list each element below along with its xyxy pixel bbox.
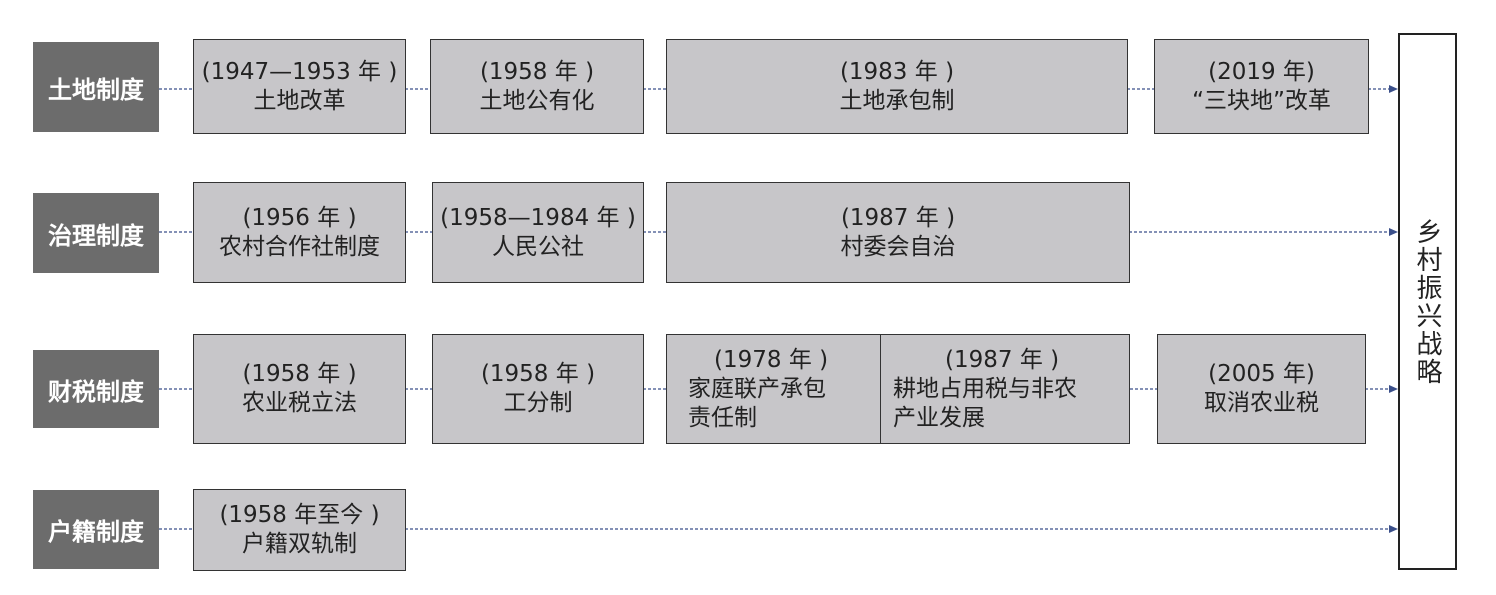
arrow-head-row4 [1389, 525, 1398, 533]
category-fiscal: 财税制度 [33, 350, 159, 428]
stage-name-line: 家庭联产承包 [688, 375, 826, 402]
stage-year: (1958 年 ) [479, 58, 595, 85]
arrow-head-row2 [1389, 228, 1398, 236]
category-household: 户籍制度 [33, 490, 159, 569]
stage-year: (1958—1984 年 ) [440, 204, 636, 231]
stage-year: (1956 年 ) [242, 204, 357, 231]
goal-label: 乡村振兴战略 [1412, 217, 1442, 386]
stage-name: 土地承包制 [839, 87, 955, 114]
stage-name-line: 责任制 [688, 404, 757, 431]
stage-name: 土地公有化 [479, 87, 595, 114]
stage-name: 取消农业税 [1204, 390, 1319, 416]
stage-year: (1987 年 ) [840, 204, 956, 231]
stage-year: (1983 年 ) [839, 58, 955, 85]
stage-year: (2005 年) [1208, 361, 1315, 387]
stage-box: (1987 年 ) 耕地占用税与非农 产业发展 [880, 334, 1130, 444]
stage-name: 工分制 [503, 390, 573, 416]
stage-box: (1987 年 ) 村委会自治 [666, 182, 1130, 283]
stage-name: “三块地”改革 [1192, 87, 1331, 114]
stage-box: (1958 年至今 ) 户籍双轨制 [193, 489, 406, 571]
category-land: 土地制度 [33, 42, 159, 132]
stage-box: (2005 年) 取消农业税 [1157, 334, 1366, 444]
stage-box: (1958 年 ) 农业税立法 [193, 334, 406, 444]
stage-year: (1987 年 ) [945, 346, 1060, 373]
category-governance: 治理制度 [33, 193, 159, 273]
stage-year: (1947—1953 年 ) [201, 58, 398, 85]
stage-box: (1958 年 ) 工分制 [432, 334, 644, 444]
goal-box: 乡村振兴战略 [1398, 33, 1457, 570]
stage-box: (1958—1984 年 ) 人民公社 [432, 182, 644, 283]
stage-box: (1983 年 ) 土地承包制 [666, 39, 1128, 134]
stage-year: (1958 年 ) [480, 361, 596, 387]
stage-box: (1978 年 ) 家庭联产承包 责任制 [666, 334, 881, 444]
stage-year: (1958 年 ) [242, 361, 357, 387]
stage-box: (2019 年) “三块地”改革 [1154, 39, 1369, 134]
stage-year: (1958 年至今 ) [219, 502, 380, 528]
stage-name: 农村合作社制度 [219, 233, 380, 260]
stage-box: (1956 年 ) 农村合作社制度 [193, 182, 406, 283]
stage-name: 村委会自治 [840, 233, 956, 260]
stage-year: (1978 年 ) [714, 346, 829, 373]
stage-box: (1958 年 ) 土地公有化 [430, 39, 644, 134]
arrow-head-row3 [1389, 385, 1398, 393]
stage-name: 人民公社 [492, 233, 584, 260]
stage-year: (2019 年) [1208, 58, 1315, 85]
stage-name: 土地改革 [253, 87, 346, 114]
stage-name: 农业税立法 [242, 390, 357, 416]
stage-box: (1947—1953 年 ) 土地改革 [193, 39, 406, 134]
stage-name-line: 产业发展 [893, 404, 985, 431]
stage-name: 户籍双轨制 [242, 531, 357, 557]
stage-name-line: 耕地占用税与非农 [893, 375, 1077, 402]
arrow-head-row1 [1389, 85, 1398, 93]
